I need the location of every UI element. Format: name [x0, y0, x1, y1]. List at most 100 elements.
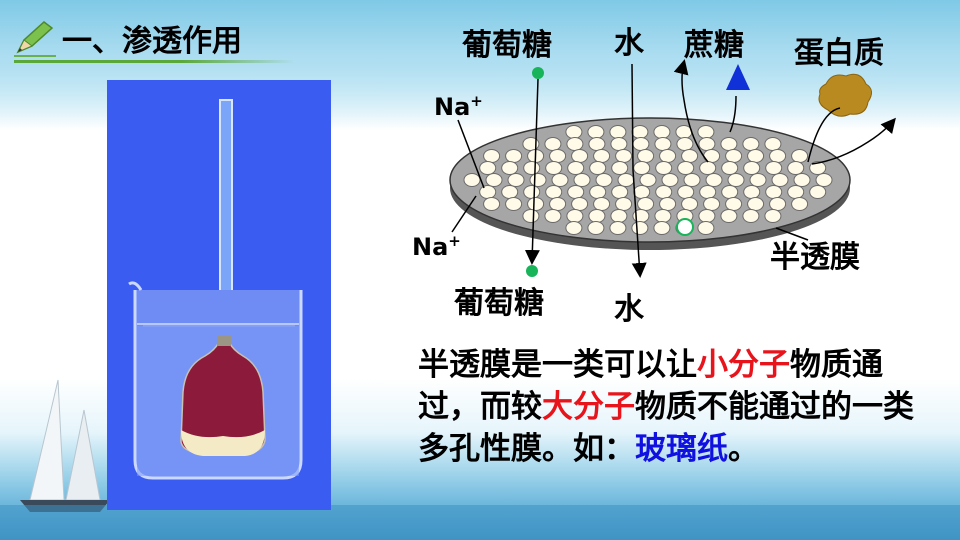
membrane-pore [787, 185, 805, 199]
membrane-pore [501, 185, 519, 199]
membrane-pore [549, 149, 567, 163]
membrane-pore [703, 197, 721, 211]
membrane-pore [593, 149, 611, 163]
membrane-pore [587, 125, 605, 139]
membrane-pore [587, 221, 605, 235]
membrane-pore [501, 161, 519, 175]
membrane-pore [589, 185, 607, 199]
membrane-pore [749, 173, 767, 187]
membrane-pore [523, 161, 541, 175]
label-na-top: Na+ [434, 92, 483, 121]
membrane-pore [654, 209, 672, 223]
membrane-pore [653, 125, 671, 139]
membrane-pore [609, 125, 627, 139]
membrane-pore [764, 137, 782, 151]
membrane-pore [815, 173, 833, 187]
protein-molecule [818, 73, 872, 117]
membrane-pore [809, 161, 827, 175]
highlight-cellophane: 玻璃纸 [635, 431, 728, 467]
membrane-pore [615, 149, 633, 163]
membrane-pore [527, 197, 545, 211]
membrane-pore [727, 173, 745, 187]
membrane-pore [610, 137, 628, 151]
membrane-pore [571, 197, 589, 211]
membrane-pore [571, 149, 589, 163]
membrane-pore [637, 149, 655, 163]
membrane-pore [676, 137, 694, 151]
pore-highlight [676, 218, 694, 236]
membrane-pore [617, 173, 635, 187]
membrane-pore [677, 161, 695, 175]
membrane-pore [809, 185, 827, 199]
definition-part-3: 物质不能通过的一类多孔性膜。如： [418, 389, 914, 467]
membrane-pore [747, 197, 765, 211]
membrane-pore [654, 137, 672, 151]
membrane-pore [659, 149, 677, 163]
membrane-pore [507, 173, 525, 187]
membrane-pore [725, 149, 743, 163]
label-sucrose: 蔗糖 [684, 28, 744, 63]
highlight-small-molecule: 小分子 [697, 347, 790, 383]
highlight-large-molecule: 大分子 [542, 389, 635, 425]
membrane-pore [565, 125, 583, 139]
membrane-pore [566, 137, 584, 151]
membrane-pore [699, 185, 717, 199]
membrane-pore [787, 161, 805, 175]
membrane-pore [589, 161, 607, 175]
label-glucose-bottom: 葡萄糖 [454, 286, 544, 321]
membrane-pore [743, 161, 761, 175]
membrane-pore [637, 197, 655, 211]
membrane-pore [611, 185, 629, 199]
membrane-pore [551, 173, 569, 187]
membrane-pore [720, 137, 738, 151]
definition-part-1: 半透膜是一类可以让 [418, 347, 697, 383]
membrane-pore [545, 161, 563, 175]
membrane-pore [544, 209, 562, 223]
membrane-pore [632, 137, 650, 151]
membrane-pore [567, 185, 585, 199]
membrane-pore [661, 173, 679, 187]
membrane-pore [697, 221, 715, 235]
membrane-pore [742, 209, 760, 223]
membrane-pore [545, 185, 563, 199]
pencil-icon [14, 21, 56, 57]
membrane-pore [588, 209, 606, 223]
membrane-pore [791, 197, 809, 211]
sucrose-molecule [726, 64, 750, 90]
membrane-pore [791, 149, 809, 163]
definition-part-2: 物质通过，而较 [418, 347, 883, 425]
label-water-bottom: 水 [614, 292, 644, 327]
membrane-pore [565, 221, 583, 235]
membrane-pore [566, 209, 584, 223]
membrane-pore [523, 185, 541, 199]
page-title: 一、渗透作用 [62, 16, 242, 60]
glucose-molecule [526, 265, 538, 277]
label-na-bottom-sup: + [448, 232, 461, 250]
membrane-pore [697, 125, 715, 139]
membrane-pore [699, 161, 717, 175]
membrane-pore [639, 173, 657, 187]
membrane-pore [529, 173, 547, 187]
membrane-pore [725, 197, 743, 211]
label-membrane: 半透膜 [770, 240, 860, 275]
membrane-pore [698, 137, 716, 151]
label-protein: 蛋白质 [794, 36, 884, 71]
membrane-pore [479, 185, 497, 199]
membrane-pore [793, 173, 811, 187]
label-water-top: 水 [614, 26, 644, 61]
membrane-pore [742, 137, 760, 151]
membrane-pore [698, 209, 716, 223]
membrane-pore [479, 161, 497, 175]
membrane-pore [771, 173, 789, 187]
membrane-pore [522, 209, 540, 223]
membrane-pore [655, 185, 673, 199]
membrane-pore [544, 137, 562, 151]
membrane-pore [764, 209, 782, 223]
beaker-illustration [107, 80, 331, 510]
membrane-pore [677, 185, 695, 199]
membrane-pore [505, 197, 523, 211]
membrane-pore [485, 173, 503, 187]
membrane-pore [633, 161, 651, 175]
